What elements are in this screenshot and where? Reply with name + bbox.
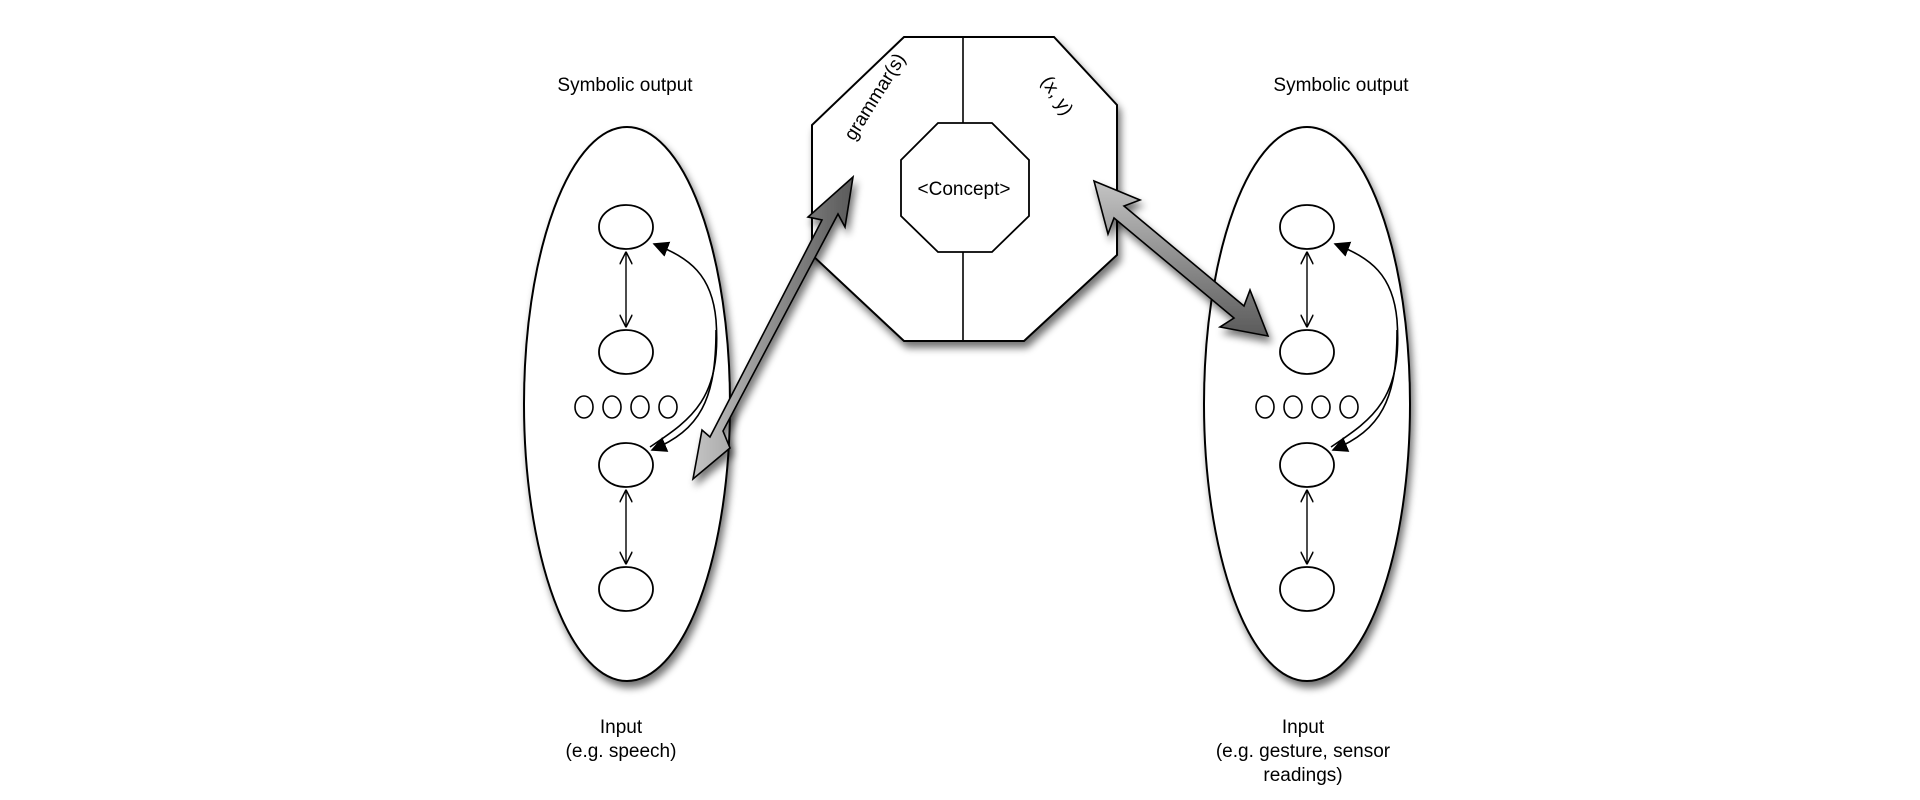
left-small-node-1 <box>574 395 594 419</box>
left-small-node-4 <box>658 395 678 419</box>
left-small-node-3 <box>630 395 650 419</box>
right-symbolic-output-label: Symbolic output <box>1273 75 1409 96</box>
left-node-third <box>598 442 654 488</box>
right-node-second <box>1279 329 1335 375</box>
right-node-bottom <box>1279 566 1335 612</box>
left-node-top <box>598 204 654 250</box>
left-module: Symbolic output Input (e.g. speech) <box>523 75 731 762</box>
right-small-node-4 <box>1339 395 1359 419</box>
left-small-node-2 <box>602 395 622 419</box>
right-small-node-2 <box>1283 395 1303 419</box>
right-node-third <box>1279 442 1335 488</box>
left-input-example: (e.g. speech) <box>566 741 677 762</box>
concept-label: <Concept> <box>918 179 1011 200</box>
left-feedback-curve-down <box>650 329 717 452</box>
left-input-label: Input <box>600 717 643 738</box>
left-coupling-arrow <box>691 174 855 482</box>
left-coupling-arrow-body <box>691 174 855 482</box>
right-small-node-3 <box>1311 395 1331 419</box>
right-module: Symbolic output Input (e.g. gesture, sen… <box>1203 75 1411 786</box>
left-node-row <box>574 395 678 419</box>
left-node-second <box>598 329 654 375</box>
left-node-bottom <box>598 566 654 612</box>
right-module-ellipse <box>1203 126 1411 682</box>
left-symbolic-output-label: Symbolic output <box>557 75 693 96</box>
right-node-top <box>1279 204 1335 250</box>
right-node-row <box>1255 395 1359 419</box>
right-small-node-1 <box>1255 395 1275 419</box>
concept-module: <Concept> grammar(s) (x, y) <box>811 36 1118 342</box>
right-input-label: Input <box>1282 717 1325 738</box>
right-coupling-arrow <box>1092 179 1270 338</box>
right-feedback-curve-up <box>1330 241 1399 448</box>
right-input-example-line1: (e.g. gesture, sensor <box>1216 741 1391 762</box>
right-coupling-arrow-body <box>1092 179 1270 338</box>
left-feedback-curve-up <box>649 241 718 448</box>
right-feedback-curve-down <box>1331 329 1398 452</box>
right-input-example-line2: readings) <box>1263 765 1342 786</box>
concept-inner-octagon <box>900 122 1030 253</box>
